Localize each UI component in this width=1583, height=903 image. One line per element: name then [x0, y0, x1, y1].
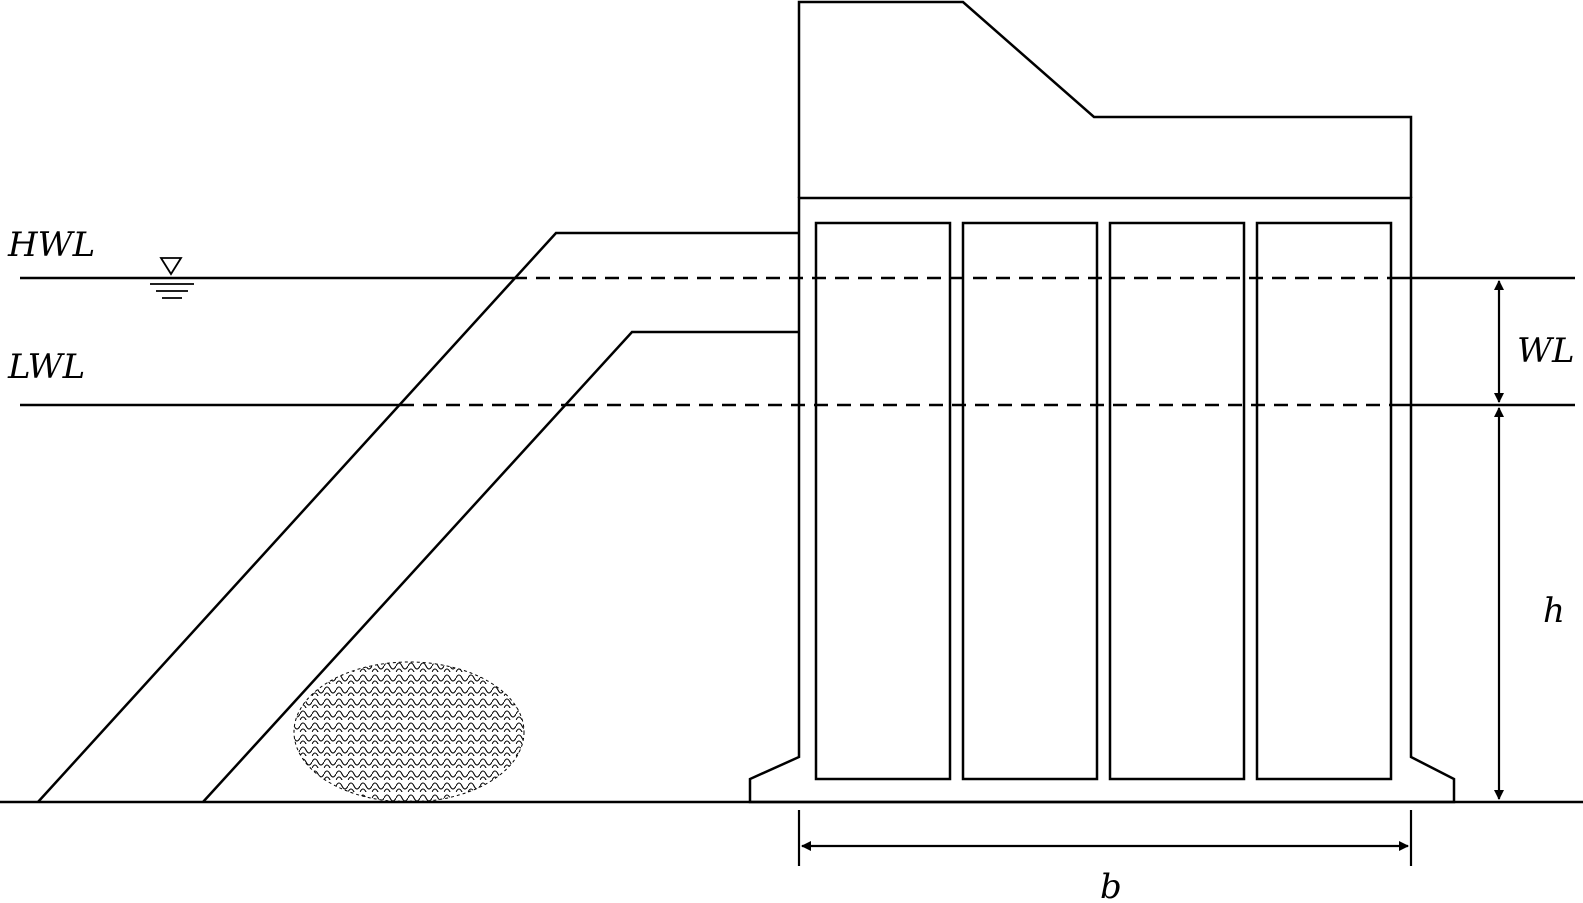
label-wl: WL: [1517, 331, 1575, 371]
water-level-symbol: [150, 257, 194, 299]
dimension-b: [797, 810, 1413, 866]
label-lwl: LWL: [7, 347, 85, 387]
caisson-body: [748, 196, 1456, 804]
caisson-chambers: [814, 221, 1393, 781]
label-b: b: [1100, 867, 1122, 903]
hatched-ellipse: [293, 661, 525, 803]
label-hwl: HWL: [7, 225, 95, 265]
outer-embankment-slope: [37, 231, 799, 803]
label-h: h: [1543, 591, 1565, 631]
inner-embankment-slope: [202, 330, 799, 803]
caisson-superstructure: [797, 0, 1413, 198]
